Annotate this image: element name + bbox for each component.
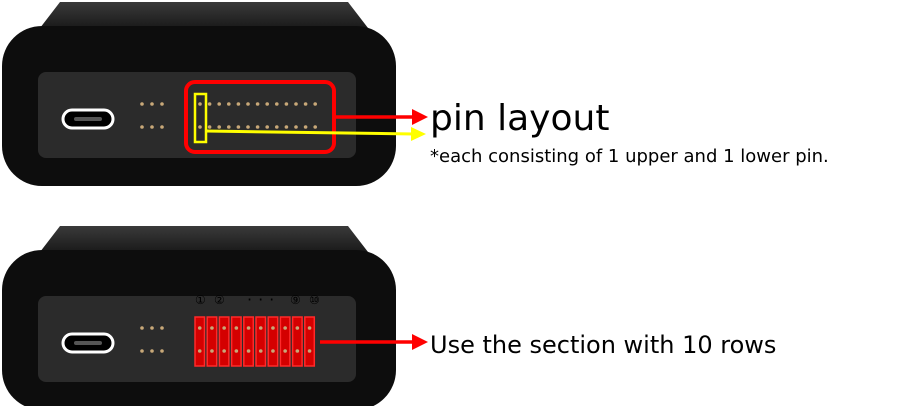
- pin: [255, 125, 260, 129]
- pin: [294, 125, 298, 129]
- pin: [271, 349, 275, 353]
- pin: [284, 102, 289, 106]
- led-dot: [150, 326, 154, 330]
- pin: [313, 102, 318, 106]
- pin: [307, 349, 312, 353]
- led-dot: [160, 125, 164, 129]
- pin: [207, 125, 212, 129]
- rows-note: Use the section with 10 rows: [430, 331, 777, 359]
- yellow-arrow-head: [411, 127, 426, 141]
- pin: [236, 102, 241, 106]
- led-dot: [140, 102, 144, 106]
- pin: [255, 102, 260, 106]
- led-dots: [140, 102, 164, 129]
- row-number-9: ⑨: [290, 293, 301, 307]
- led-dot: [140, 349, 144, 353]
- pin: [294, 102, 298, 106]
- device-top-illustration: [2, 2, 396, 186]
- pin: [210, 326, 214, 330]
- pin: [246, 349, 251, 353]
- pin: [198, 125, 202, 129]
- pin-row-10: [304, 316, 316, 367]
- pin-rows: [194, 316, 316, 367]
- pin: [207, 102, 212, 106]
- pin: [303, 102, 308, 106]
- pin: [246, 125, 250, 129]
- pin: [271, 326, 275, 330]
- yellow-arrow-line: [205, 129, 415, 136]
- pin: [236, 125, 241, 129]
- pin: [295, 349, 300, 353]
- row-number-1: ①: [195, 293, 206, 307]
- device-bottom: [0, 224, 398, 406]
- led-dot: [150, 125, 154, 129]
- led-dots: [140, 326, 164, 353]
- row-number-ellipsis: ···: [247, 290, 281, 309]
- pin: [234, 349, 239, 353]
- single-pin-pair-highlight: [193, 92, 208, 144]
- red-arrow-head: [412, 109, 428, 125]
- device-bottom-illustration: [2, 226, 396, 406]
- pin-row-5: [243, 316, 255, 367]
- pin: [246, 326, 251, 330]
- pin-row-8: [279, 316, 291, 367]
- led-dot: [160, 326, 164, 330]
- led-dot: [140, 326, 144, 330]
- pin-row-2: [206, 316, 218, 367]
- led-dot: [160, 102, 164, 106]
- pin: [198, 102, 202, 106]
- pin: [284, 125, 289, 129]
- device-lid: [40, 2, 368, 28]
- pin: [234, 326, 239, 330]
- pin: [258, 349, 263, 353]
- row-number-10: ⑩: [309, 293, 320, 307]
- pin-row-7: [267, 316, 279, 367]
- device-lid: [40, 226, 368, 252]
- pin: [227, 125, 231, 129]
- device-panel: [38, 72, 356, 158]
- led-dot: [150, 349, 154, 353]
- led-dot: [140, 125, 144, 129]
- pin: [217, 125, 221, 129]
- pin: [295, 326, 300, 330]
- pin-row-1: [194, 316, 206, 367]
- pin: [217, 102, 221, 106]
- pin: [197, 326, 202, 330]
- pin: [307, 326, 312, 330]
- pin: [283, 349, 287, 353]
- pin-layout-note: *each consisting of 1 upper and 1 lower …: [430, 146, 829, 167]
- pin: [275, 102, 279, 106]
- row-number-2: ②: [214, 293, 225, 307]
- pin: [303, 125, 308, 129]
- pin: [275, 125, 279, 129]
- pin-row-9: [291, 316, 303, 367]
- pin: [222, 326, 226, 330]
- usb-c-port-inner: [74, 117, 102, 121]
- pin-row-4: [230, 316, 242, 367]
- led-dot: [160, 349, 164, 353]
- pin: [246, 102, 250, 106]
- pin-row-3: [218, 316, 230, 367]
- pin-header: [198, 102, 318, 129]
- pin: [197, 349, 202, 353]
- pin: [265, 125, 270, 129]
- pin: [222, 349, 226, 353]
- usb-c-port-inner: [74, 341, 102, 345]
- red-arrow-head-bottom: [412, 334, 428, 350]
- pin-row-6: [255, 316, 267, 367]
- pin: [265, 102, 270, 106]
- pin-layout-label: pin layout: [430, 98, 610, 139]
- pin: [283, 326, 287, 330]
- led-dot: [150, 102, 154, 106]
- pin: [258, 326, 263, 330]
- device-top: [0, 0, 398, 190]
- pin: [313, 125, 318, 129]
- pin: [227, 102, 231, 106]
- pin: [210, 349, 214, 353]
